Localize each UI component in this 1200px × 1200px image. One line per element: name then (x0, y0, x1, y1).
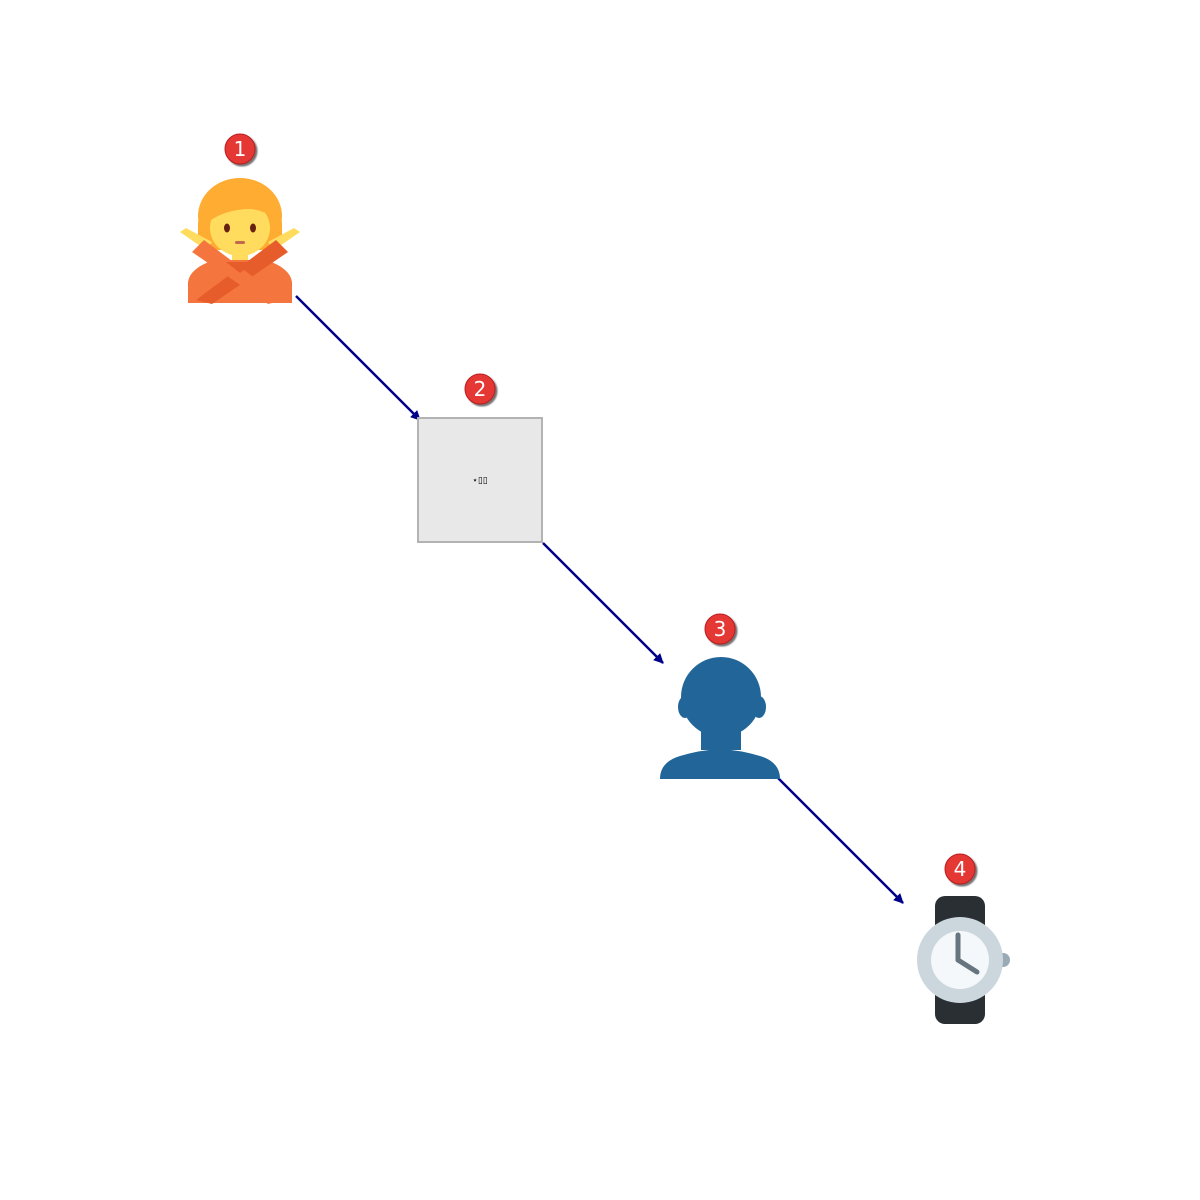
node-3[interactable]: 3 (660, 613, 780, 779)
node-1-badge: 1 (224, 133, 256, 165)
edge-3-to-4 (777, 777, 904, 904)
node-4-badge-label: 4 (954, 857, 967, 881)
node-2-badge: 2 (464, 373, 496, 405)
person-silhouette-icon (660, 657, 780, 779)
node-2[interactable]: ⋆▯▯ 2 (417, 373, 543, 543)
node-3-badge-label: 3 (714, 617, 727, 641)
node-4-badge: 4 (944, 853, 976, 885)
node-2-badge-label: 2 (474, 377, 487, 401)
edge-1-to-2 (295, 295, 421, 421)
watch-icon (917, 896, 1010, 1024)
placeholder-box (417, 417, 543, 543)
node-3-badge: 3 (704, 613, 736, 645)
node-1[interactable]: 1 (180, 133, 300, 304)
edge-2-to-3 (542, 542, 664, 664)
person-gesturing-no-icon (180, 178, 300, 304)
node-1-badge-label: 1 (234, 137, 247, 161)
node-2-box-text: ⋆▯▯ (472, 476, 488, 486)
node-4[interactable]: 4 (917, 853, 1010, 1024)
